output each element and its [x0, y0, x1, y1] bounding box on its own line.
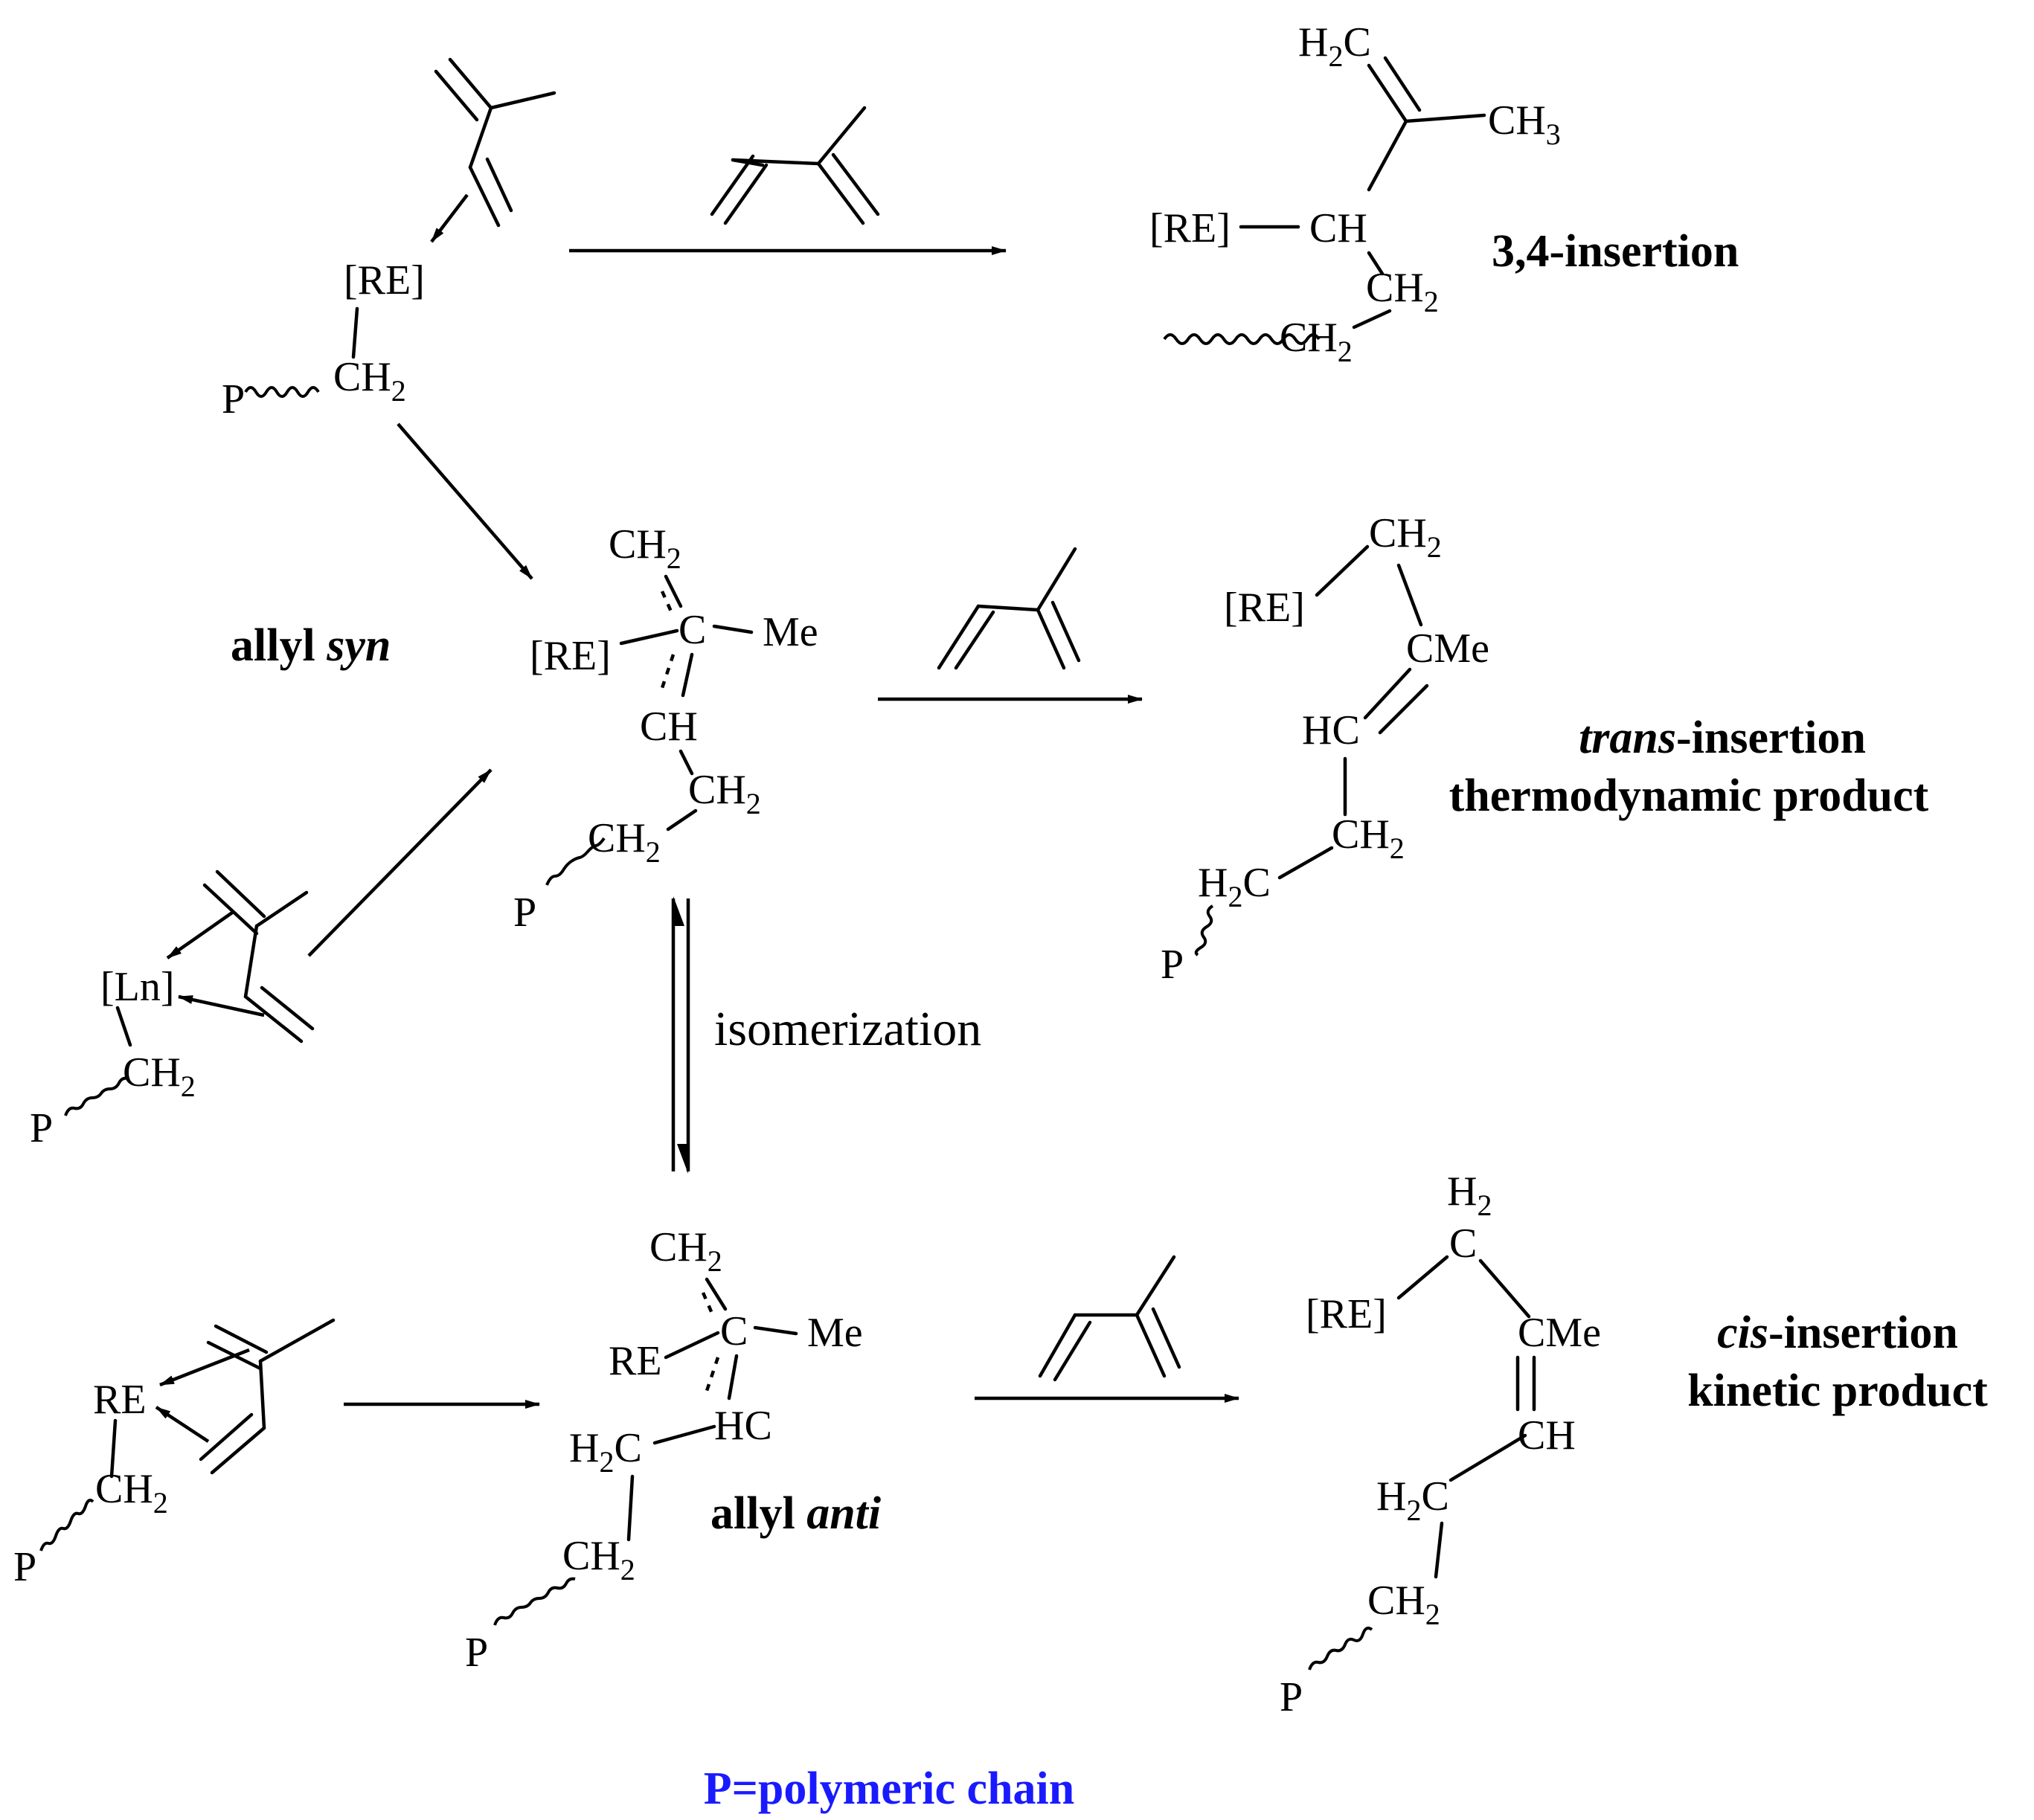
svg-text:CH3: CH3: [1488, 97, 1561, 151]
product-trans-insertion: CH2 [RE] CMe HC CH2 H2C P: [1161, 510, 1489, 988]
svg-text:P: P: [465, 1630, 488, 1676]
product-34-insertion: H2C CH3 [RE] CH CH2 CH2: [1149, 19, 1561, 368]
svg-text:CH: CH: [1518, 1412, 1576, 1459]
svg-text:H2C: H2C: [1376, 1473, 1449, 1527]
allyl-anti-complex: CH2 C Me RE HC H2C CH2 P: [465, 1224, 863, 1676]
isoprene-reagent-1: [710, 106, 880, 225]
svg-text:H2C: H2C: [569, 1425, 642, 1479]
svg-text:CH2: CH2: [588, 815, 661, 869]
svg-text:CH: CH: [1309, 205, 1367, 251]
top-left-complex: [RE] P CH2: [222, 57, 556, 422]
wavy-bond: [244, 386, 320, 398]
svg-text:CH2: CH2: [123, 1049, 196, 1103]
svg-text:HC: HC: [714, 1403, 772, 1449]
re-label: [RE]: [344, 257, 425, 303]
caption-allyl-syn: allyl syn: [231, 620, 391, 671]
re-plain-label: RE: [93, 1377, 147, 1423]
svg-text:CH2: CH2: [1367, 1578, 1440, 1631]
arrow-to-allyl-syn: [397, 422, 533, 580]
arrow-ln-to-allyl-syn: [307, 768, 493, 957]
svg-text:H2C: H2C: [1198, 860, 1271, 913]
caption-34-insertion: 3,4-insertion: [1492, 226, 1739, 277]
svg-text:CH2: CH2: [95, 1466, 168, 1520]
svg-text:CMe: CMe: [1518, 1310, 1601, 1356]
caption-trans-insertion: trans-insertion: [1579, 713, 1866, 763]
ln-complex: [Ln] CH2 P: [30, 869, 315, 1151]
ln-label: [Ln]: [100, 964, 175, 1010]
allyl-syn-complex: CH2 C Me [RE] CH CH2 CH2 P: [513, 521, 818, 936]
footnote-polymeric-chain: P=polymeric chain: [704, 1763, 1075, 1814]
svg-text:P: P: [1280, 1674, 1303, 1720]
svg-text:C: C: [1449, 1221, 1477, 1267]
svg-text:CH: CH: [640, 704, 698, 750]
svg-text:P: P: [30, 1105, 53, 1151]
svg-text:RE: RE: [609, 1338, 662, 1384]
product-cis-insertion: H2 C [RE] CMe CH H2C CH2 P: [1280, 1168, 1601, 1720]
svg-text:P: P: [13, 1544, 36, 1590]
svg-text:CH2: CH2: [333, 354, 406, 408]
caption-kinetic: kinetic product: [1687, 1366, 1988, 1416]
svg-text:C: C: [678, 607, 706, 653]
svg-text:C: C: [720, 1308, 748, 1354]
isoprene-reagent-3: [1038, 1255, 1181, 1382]
svg-text:CH2: CH2: [649, 1224, 722, 1278]
svg-text:Me: Me: [763, 609, 818, 655]
svg-text:CH2: CH2: [609, 521, 681, 575]
svg-text:CH2: CH2: [1369, 510, 1442, 564]
svg-text:CH2: CH2: [562, 1533, 635, 1586]
caption-allyl-anti: allyl anti: [710, 1488, 881, 1539]
svg-text:HC: HC: [1302, 707, 1360, 753]
svg-text:CMe: CMe: [1406, 626, 1489, 672]
svg-text:P: P: [1161, 942, 1184, 988]
p-label: P: [222, 376, 245, 422]
isomerization-label: isomerization: [714, 1002, 981, 1056]
svg-text:[RE]: [RE]: [1149, 205, 1231, 251]
caption-cis-insertion: cis-insertion: [1717, 1308, 1958, 1358]
bottom-left-complex: RE CH2 P: [13, 1318, 336, 1590]
svg-text:CH2: CH2: [1366, 265, 1439, 318]
svg-text:H2C: H2C: [1298, 19, 1371, 73]
svg-text:[RE]: [RE]: [530, 633, 611, 679]
svg-text:H2: H2: [1447, 1168, 1492, 1222]
equilibrium-arrows: [671, 896, 690, 1174]
caption-thermodynamic: thermodynamic product: [1449, 771, 1929, 821]
svg-text:[RE]: [RE]: [1224, 585, 1305, 631]
svg-text:CH2: CH2: [1332, 811, 1405, 865]
isoprene-reagent-2: [937, 547, 1081, 670]
svg-text:CH2: CH2: [688, 767, 761, 820]
svg-text:P: P: [513, 890, 536, 936]
svg-text:CH2: CH2: [1280, 315, 1353, 368]
svg-text:[RE]: [RE]: [1306, 1291, 1387, 1337]
svg-text:Me: Me: [807, 1310, 863, 1356]
